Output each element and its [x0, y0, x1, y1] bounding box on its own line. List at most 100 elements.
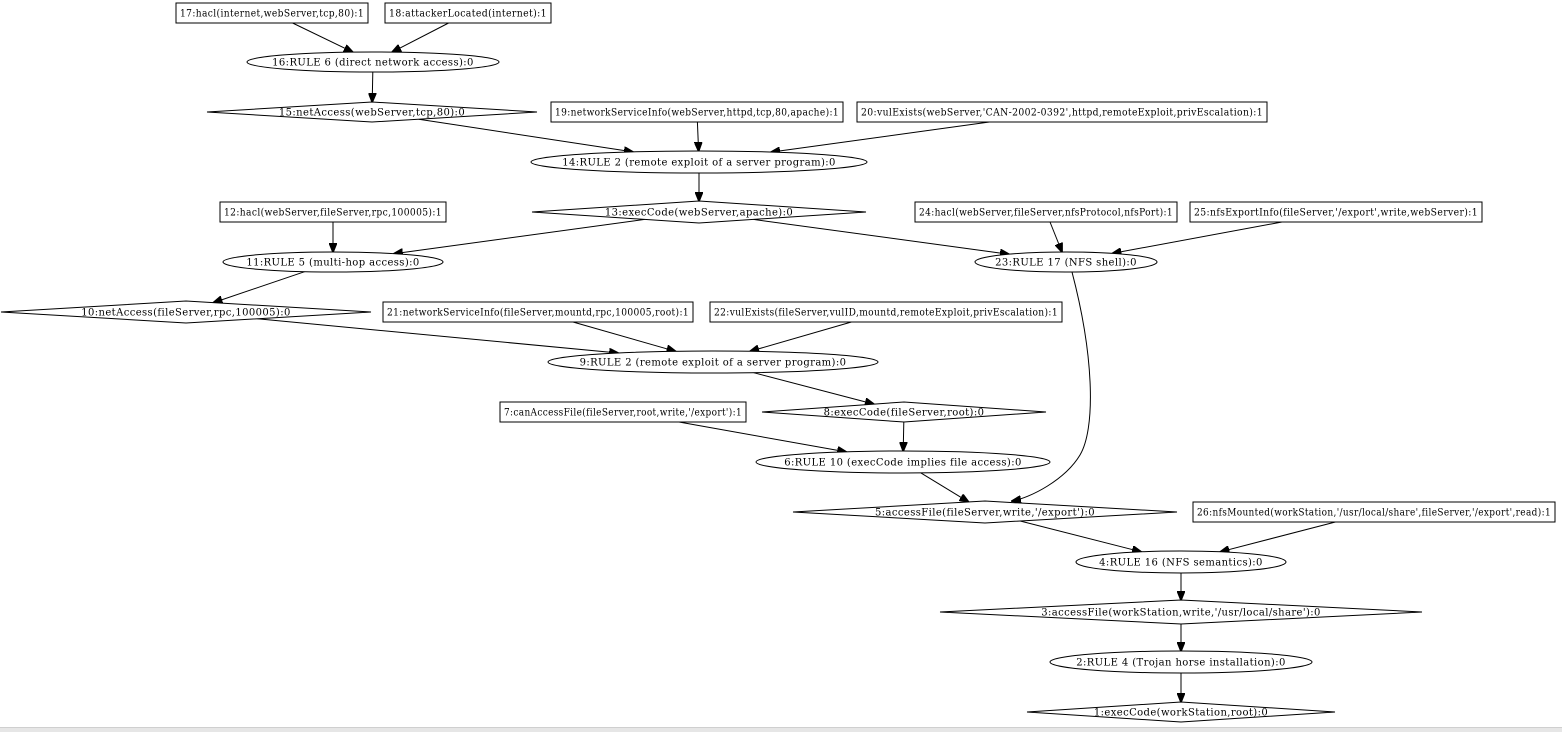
edge-13-to-23: [753, 218, 1009, 254]
edge-10-to-9: [257, 318, 618, 353]
node-label: 6:RULE 10 (execCode implies file access)…: [784, 458, 1022, 469]
node-box: [384, 2, 552, 24]
node-diamond: [0, 300, 372, 324]
node-box: [856, 101, 1268, 123]
node-4: 4:RULE 16 (NFS semantics):0: [1075, 550, 1287, 574]
node-12: 12:hacl(webServer,fileServer,rpc,100005)…: [219, 201, 447, 223]
edge-18-to-16: [392, 22, 449, 52]
node-label: 14:RULE 2 (remote exploit of a server pr…: [562, 158, 836, 169]
node-8: 8:execCode(fileServer,root):0: [761, 401, 1047, 423]
node-label: 1:execCode(workStation,root):0: [1094, 708, 1268, 719]
node-3: 3:accessFile(workStation,write,'/usr/loc…: [939, 599, 1423, 625]
node-label: 13:execCode(webServer,apache):0: [605, 208, 793, 219]
node-label: 7:canAccessFile(fileServer,root,write,'/…: [504, 408, 742, 419]
edge-7-to-6: [678, 421, 846, 452]
node-label: 21:networkServiceInfo(fileServer,mountd,…: [387, 308, 689, 319]
node-5: 5:accessFile(fileServer,write,'/export')…: [792, 500, 1178, 524]
edge-17-to-16: [292, 22, 353, 52]
edge-22-to-9: [750, 321, 852, 351]
node-label: 25:nfsExportInfo(fileServer,'/export',wr…: [1194, 208, 1478, 219]
edge-6-to-5: [920, 472, 969, 502]
node-label: 8:execCode(fileServer,root):0: [824, 408, 985, 419]
node-label: 15:netAccess(webServer,tcp,80):0: [279, 108, 465, 119]
node-label: 23:RULE 17 (NFS shell):0: [995, 258, 1137, 269]
node-box: [382, 301, 694, 323]
node-ellipse: [547, 350, 879, 374]
node-ellipse: [530, 150, 868, 174]
node-label: 5:accessFile(fileServer,write,'/export')…: [875, 508, 1095, 519]
node-1: 1:execCode(workStation,root):0: [1026, 701, 1336, 723]
edges: [214, 22, 1336, 702]
node-label: 12:hacl(webServer,fileServer,rpc,100005)…: [224, 208, 442, 219]
node-25: 25:nfsExportInfo(fileServer,'/export',wr…: [1189, 201, 1483, 223]
edge-5-to-4: [1020, 520, 1141, 552]
node-11: 11:RULE 5 (multi-hop access):0: [222, 251, 444, 273]
node-box: [709, 301, 1063, 323]
edge-26-to-4: [1220, 521, 1336, 552]
edge-24-to-23: [1049, 221, 1062, 252]
node-label: 10:netAccess(fileServer,rpc,100005):0: [81, 308, 291, 319]
edge-11-to-10: [214, 271, 305, 303]
node-label: 26:nfsMounted(workStation,'/usr/local/sh…: [1197, 508, 1551, 519]
edge-13-to-11: [394, 218, 645, 253]
node-20: 20:vulExists(webServer,'CAN-2002-0392',h…: [856, 101, 1268, 123]
node-diamond: [1026, 701, 1336, 723]
node-label: 20:vulExists(webServer,'CAN-2002-0392',h…: [861, 108, 1263, 119]
node-box: [219, 201, 447, 223]
node-label: 16:RULE 6 (direct network access):0: [272, 58, 474, 69]
edge-25-to-23: [1112, 221, 1283, 253]
node-box: [550, 101, 844, 123]
node-box: [1189, 201, 1483, 223]
node-box: [1192, 501, 1556, 523]
node-10: 10:netAccess(fileServer,rpc,100005):0: [0, 300, 372, 324]
node-7: 7:canAccessFile(fileServer,root,write,'/…: [499, 401, 747, 423]
node-15: 15:netAccess(webServer,tcp,80):0: [206, 101, 538, 123]
node-23: 23:RULE 17 (NFS shell):0: [974, 251, 1158, 273]
edge-21-to-9: [572, 321, 676, 351]
node-14: 14:RULE 2 (remote exploit of a server pr…: [530, 150, 868, 174]
edge-23-to-5: [1012, 271, 1091, 501]
node-13: 13:execCode(webServer,apache):0: [531, 200, 867, 224]
node-label: 9:RULE 2 (remote exploit of a server pro…: [580, 358, 847, 369]
node-17: 17:hacl(internet,webServer,tcp,80):1: [175, 2, 369, 24]
node-24: 24:hacl(webServer,fileServer,nfsProtocol…: [914, 201, 1178, 223]
node-6: 6:RULE 10 (execCode implies file access)…: [755, 450, 1051, 474]
node-diamond: [792, 500, 1178, 524]
node-label: 24:hacl(webServer,fileServer,nfsProtocol…: [919, 208, 1173, 219]
edge-16-to-15: [372, 71, 373, 102]
node-label: 3:accessFile(workStation,write,'/usr/loc…: [1041, 608, 1321, 619]
node-22: 22:vulExists(fileServer,vulID,mountd,rem…: [709, 301, 1063, 323]
node-label: 2:RULE 4 (Trojan horse installation):0: [1076, 658, 1286, 669]
node-label: 18:attackerLocated(internet):1: [389, 9, 547, 20]
edge-20-to-14: [771, 121, 990, 152]
node-diamond: [531, 200, 867, 224]
edge-19-to-14: [697, 121, 698, 151]
node-diamond: [206, 101, 538, 123]
node-ellipse: [974, 251, 1158, 273]
node-label: 11:RULE 5 (multi-hop access):0: [246, 258, 419, 269]
node-diamond: [761, 401, 1047, 423]
node-box: [175, 2, 369, 24]
node-ellipse: [1075, 550, 1287, 574]
node-26: 26:nfsMounted(workStation,'/usr/local/sh…: [1192, 501, 1556, 523]
node-21: 21:networkServiceInfo(fileServer,mountd,…: [382, 301, 694, 323]
edge-8-to-6: [903, 421, 904, 451]
node-label: 4:RULE 16 (NFS semantics):0: [1099, 558, 1263, 569]
node-label: 19:networkServiceInfo(webServer,httpd,tc…: [555, 108, 839, 119]
node-label: 22:vulExists(fileServer,vulID,mountd,rem…: [714, 308, 1058, 319]
node-19: 19:networkServiceInfo(webServer,httpd,tc…: [550, 101, 844, 123]
node-diamond: [939, 599, 1423, 625]
node-ellipse: [246, 51, 500, 73]
node-ellipse: [755, 450, 1051, 474]
edge-15-to-14: [418, 118, 633, 152]
node-2: 2:RULE 4 (Trojan horse installation):0: [1049, 650, 1313, 674]
node-label: 17:hacl(internet,webServer,tcp,80):1: [180, 9, 364, 20]
node-box: [499, 401, 747, 423]
edge-9-to-8: [753, 372, 874, 404]
node-18: 18:attackerLocated(internet):1: [384, 2, 552, 24]
node-ellipse: [1049, 650, 1313, 674]
node-box: [914, 201, 1178, 223]
node-ellipse: [222, 251, 444, 273]
